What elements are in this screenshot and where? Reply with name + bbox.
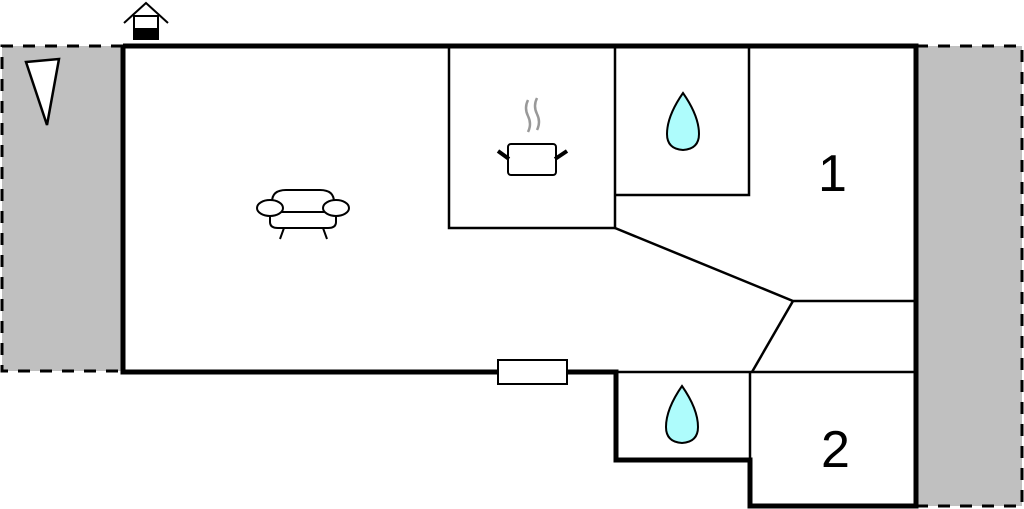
hallway-wall (614, 226, 916, 303)
terrace-left (0, 44, 123, 373)
kitchen-wall (447, 46, 617, 230)
bathroom-1-wall (615, 46, 751, 197)
cooking-pot-icon (496, 97, 569, 176)
direction-pointer-icon (24, 57, 61, 126)
water-drop-icon (665, 91, 701, 152)
exterior-walls (120, 43, 919, 509)
house-entrance-icon (123, 1, 169, 40)
window-icon (497, 359, 568, 385)
bedroom-1-label: 1 (818, 145, 847, 203)
interior-walls (447, 46, 916, 460)
terrace-right (916, 44, 1024, 508)
sofa-icon (256, 189, 350, 240)
water-drop-icon (664, 384, 700, 445)
bedroom-2-label: 2 (821, 421, 850, 479)
